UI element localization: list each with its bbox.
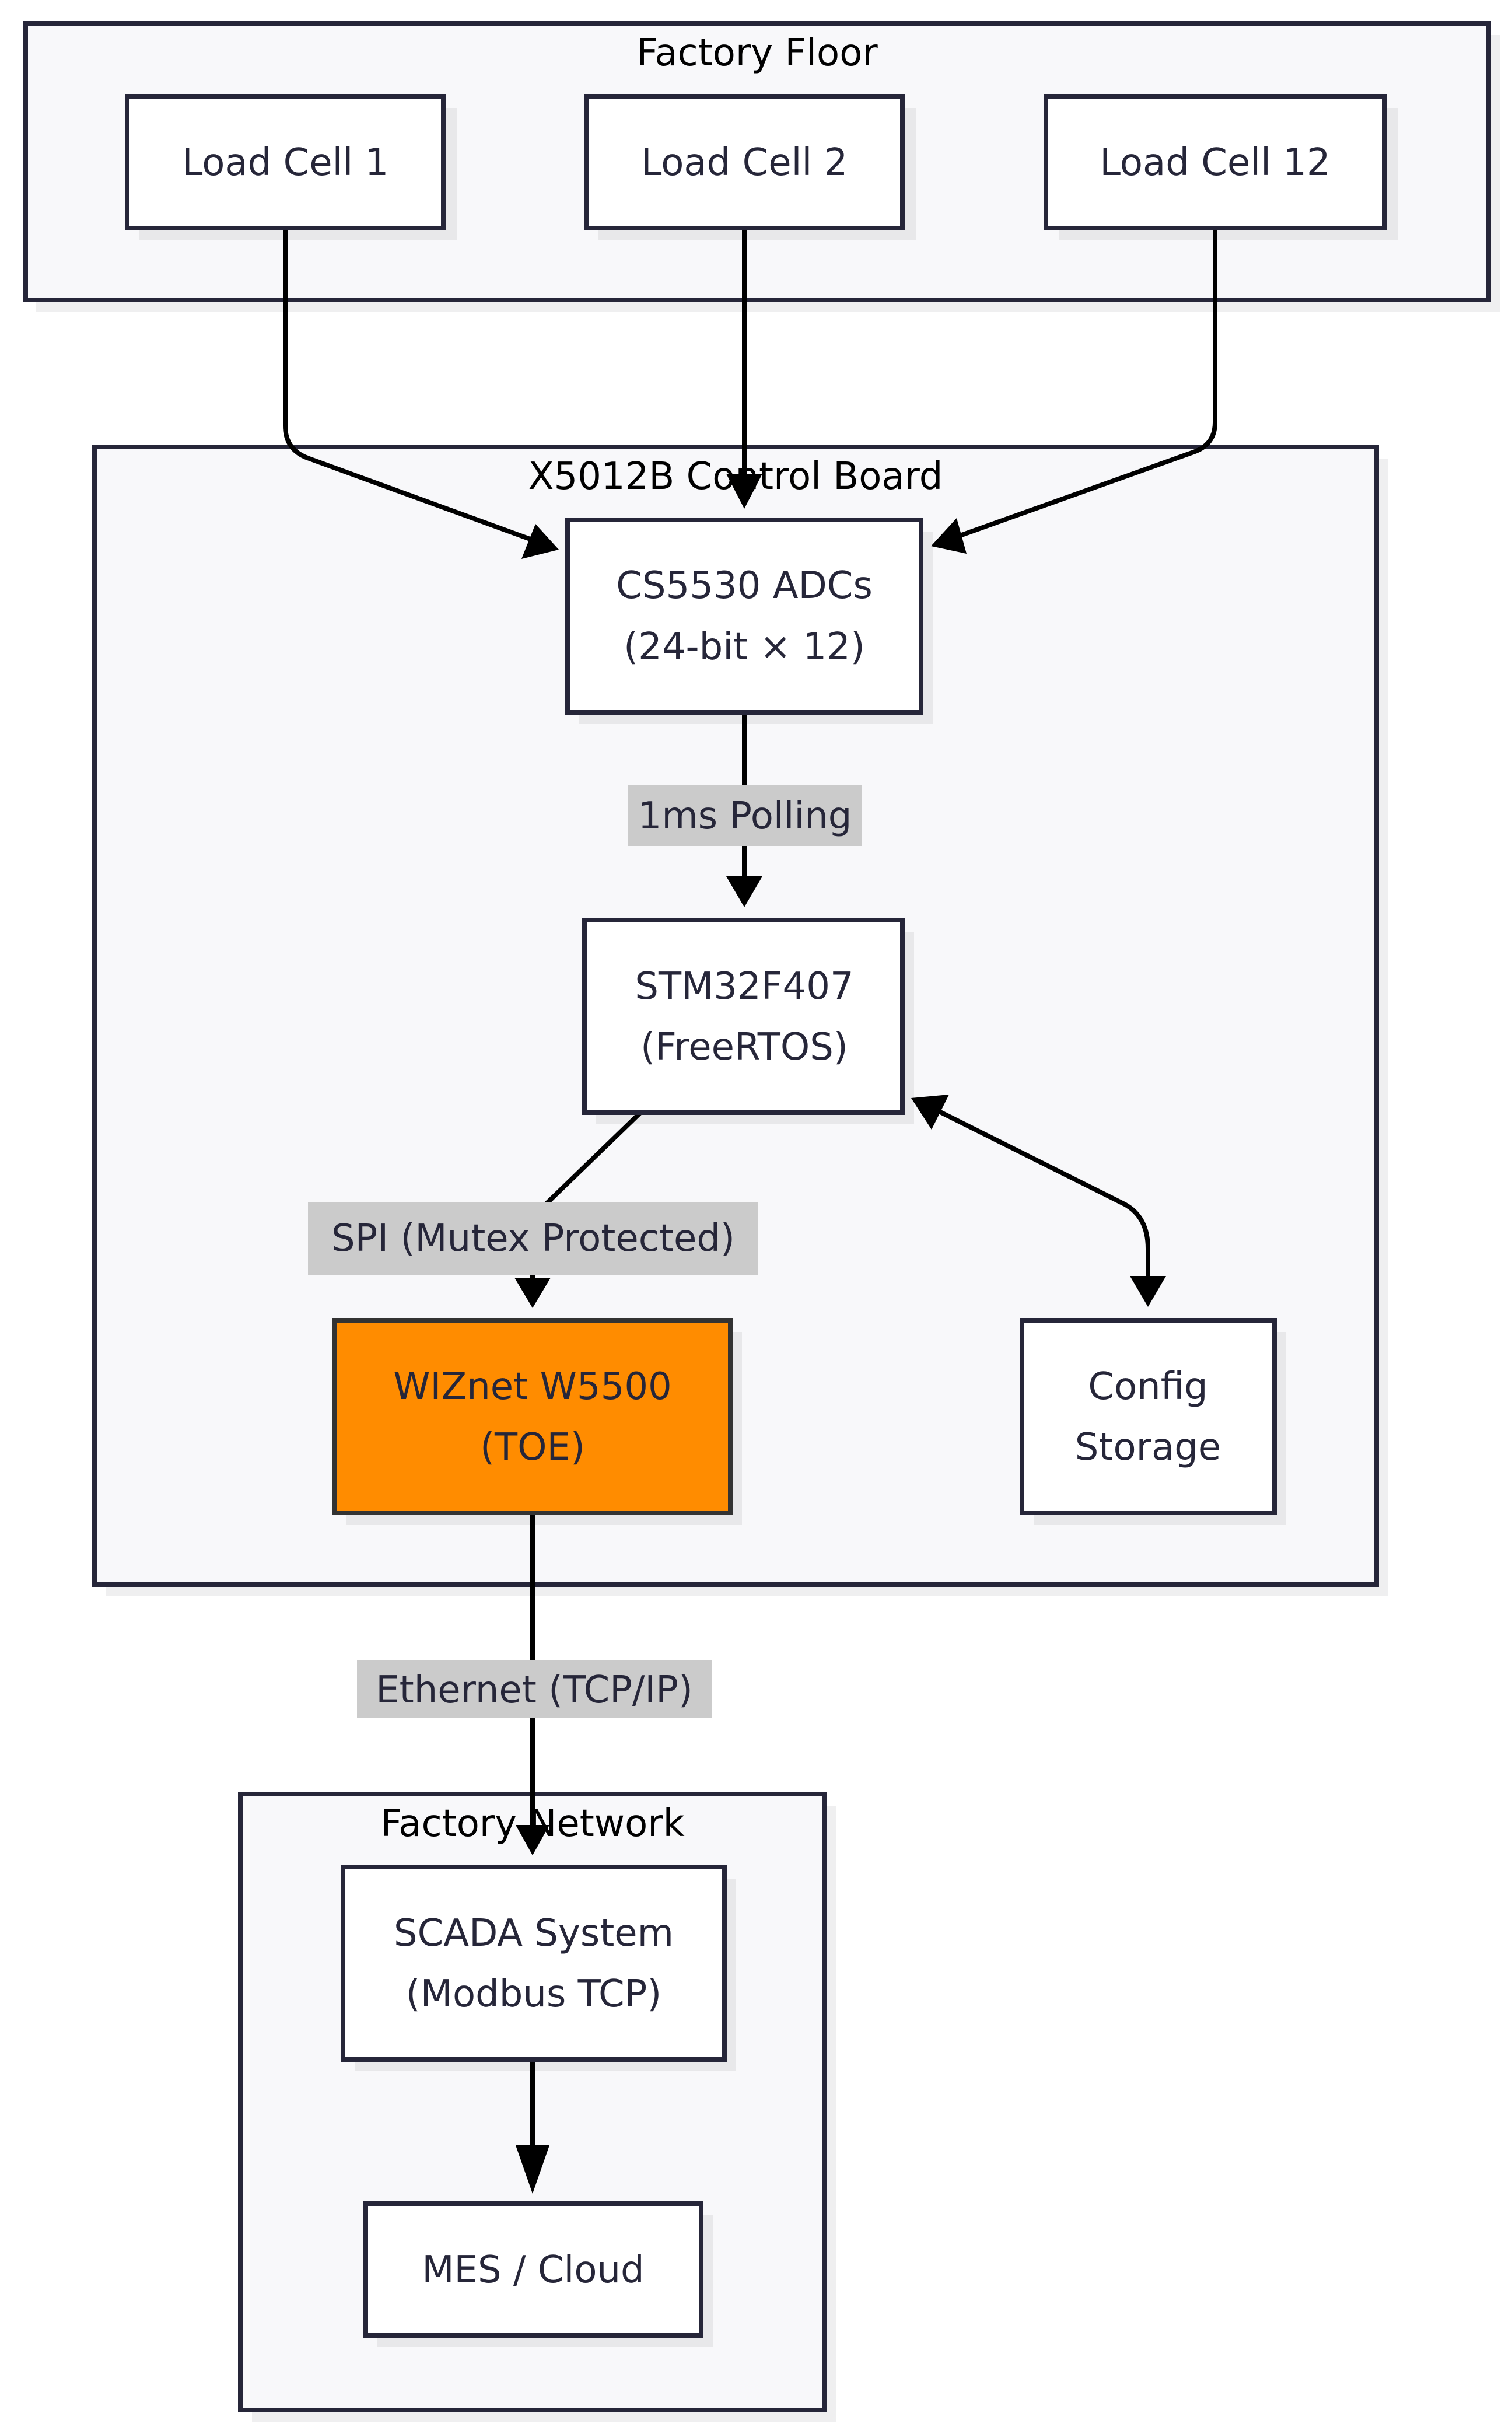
edge-label-text: Ethernet (TCP/IP) (376, 1669, 693, 1712)
node-load-cell-2[interactable]: Load Cell 2 (584, 94, 905, 230)
arrowhead-icon (726, 474, 762, 509)
node-load-cell-12[interactable]: Load Cell 12 (1044, 94, 1387, 230)
edge-label-background (628, 785, 862, 846)
edge-label-text: 1ms Polling (638, 795, 852, 838)
arrowhead-icon (911, 1095, 949, 1130)
node-box (565, 518, 923, 715)
node-box (582, 918, 905, 1115)
edge-label-polling: 1ms Polling (628, 785, 862, 846)
node-adcs[interactable]: CS5530 ADCs (24-bit × 12) (565, 518, 923, 715)
node-box (341, 1865, 727, 2062)
node-label-line-1: CS5530 ADCs (616, 564, 873, 607)
edges (283, 228, 1217, 2194)
edge-label-background (308, 1202, 758, 1275)
node-label-line-1: Config (1088, 1365, 1208, 1408)
node-label-line-2: (FreeRTOS) (640, 1026, 848, 1069)
node-mcu[interactable]: STM32F407 (FreeRTOS) (582, 918, 905, 1115)
arrowhead-icon (931, 518, 967, 554)
node-label-line-2: (24-bit × 12) (624, 625, 865, 669)
edge-label-ethernet: Ethernet (TCP/IP) (357, 1660, 712, 1718)
node-label-line-2: (TOE) (480, 1426, 585, 1469)
node-box (1020, 1318, 1277, 1515)
node-label: Load Cell 2 (641, 141, 848, 184)
node-ethernet-chip[interactable]: WIZnet W5500 (TOE) (332, 1318, 733, 1515)
arrowhead-icon (726, 876, 762, 907)
edge-load-cell-1-to-adcs[interactable] (283, 228, 538, 544)
arrowhead-icon (516, 2145, 550, 2194)
cluster-title: Factory Floor (636, 32, 878, 75)
node-mes[interactable]: MES / Cloud (363, 2201, 704, 2338)
edge-label-text: SPI (Mutex Protected) (331, 1217, 735, 1260)
edge-load-cell-12-to-adcs[interactable] (956, 228, 1217, 539)
node-label-line-2: (Modbus TCP) (406, 1973, 662, 2016)
node-label: MES / Cloud (422, 2249, 644, 2292)
node-label-line-1: SCADA System (394, 1912, 674, 1955)
node-label-line-1: STM32F407 (635, 965, 853, 1008)
node-label: Load Cell 1 (182, 141, 389, 184)
node-box (1044, 94, 1387, 230)
arrowhead-icon (522, 524, 559, 559)
arrowhead-icon (1130, 1276, 1166, 1307)
node-box (363, 2201, 704, 2338)
node-label-line-2: Storage (1075, 1426, 1221, 1469)
arrowhead-icon (514, 1278, 551, 1308)
arrowhead-icon (516, 1825, 550, 1855)
node-config-storage[interactable]: Config Storage (1020, 1318, 1277, 1515)
node-box (125, 94, 446, 230)
edge-label-spi: SPI (Mutex Protected) (308, 1202, 758, 1275)
edge-mcu-to-config-storage[interactable] (938, 1109, 1150, 1286)
node-box (584, 94, 905, 230)
node-box (332, 1318, 733, 1515)
node-load-cell-1[interactable]: Load Cell 1 (125, 94, 446, 230)
node-scada[interactable]: SCADA System (Modbus TCP) (341, 1865, 727, 2062)
node-label: Load Cell 12 (1100, 141, 1330, 184)
node-label-line-1: WIZnet W5500 (393, 1365, 672, 1408)
edge-label-background (357, 1660, 712, 1718)
